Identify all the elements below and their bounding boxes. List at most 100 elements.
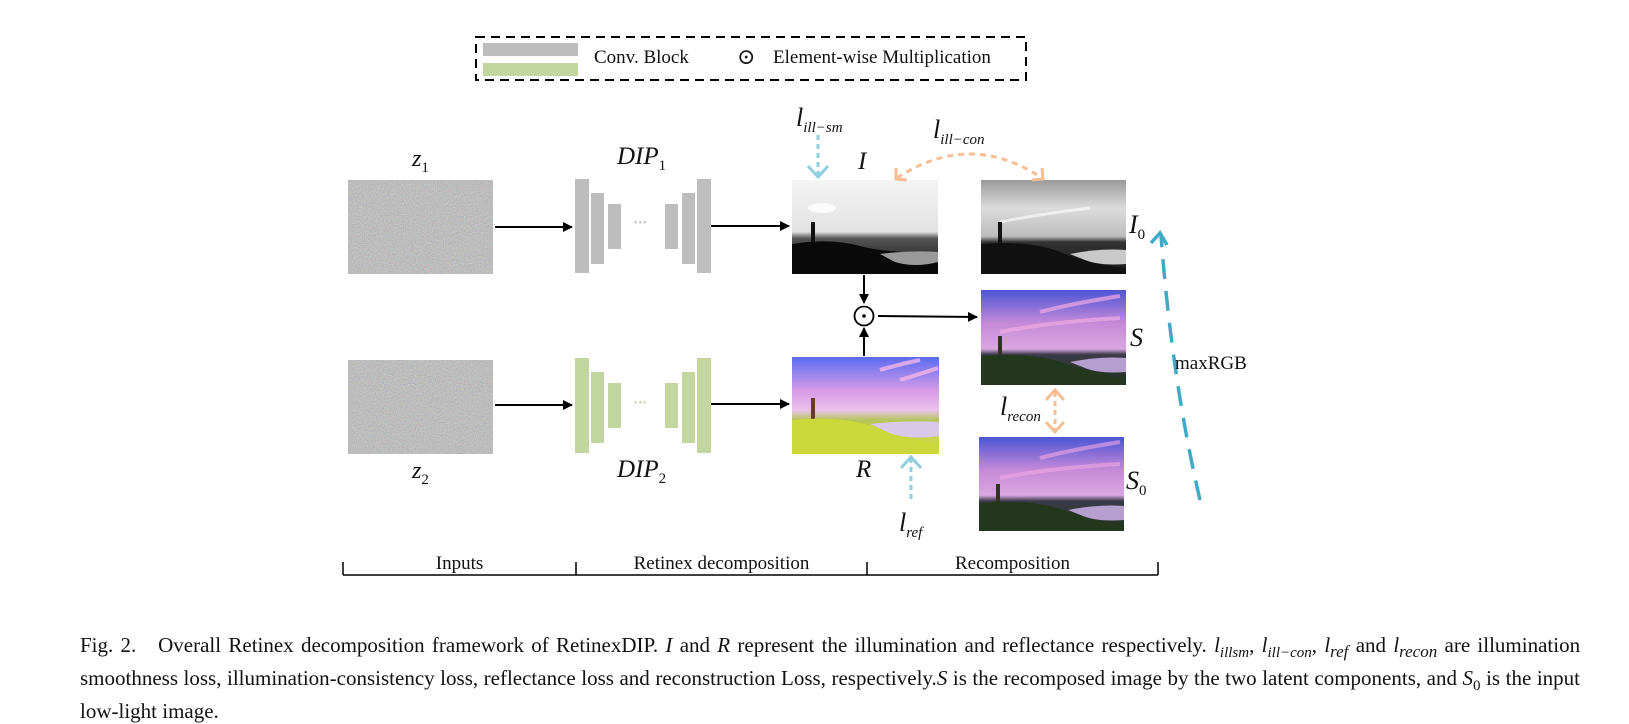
loss-recon-base: l <box>1000 392 1008 421</box>
I0-base: I <box>1129 210 1138 239</box>
legend-box <box>475 36 1027 81</box>
loss-ref-base: l <box>899 508 907 537</box>
dip1-base: DIP <box>617 143 659 170</box>
caption-S0: S0 <box>1462 666 1481 694</box>
arrow-op-S <box>877 311 978 322</box>
label-I: I <box>858 148 867 175</box>
caption-l-illsm: lillsm <box>1214 633 1250 661</box>
caption-text: and <box>679 633 711 657</box>
dip1-sub: 1 <box>658 158 667 174</box>
loss-ref-sub: ref <box>906 525 923 542</box>
caption-R: R <box>717 633 731 657</box>
conv-block <box>697 179 711 273</box>
caption-prefix: Fig. 2. <box>80 633 137 657</box>
label-loss-ref: lref <box>899 508 922 542</box>
caption-S0-sub: 0 <box>1473 678 1481 694</box>
S0-base: S <box>1126 466 1139 495</box>
loss-recon-sub: recon <box>1007 409 1041 426</box>
caption-I: I <box>665 633 673 657</box>
legend-gray-swatch <box>483 43 578 56</box>
noise-input-z2 <box>348 360 493 454</box>
conv-block <box>665 383 678 428</box>
conv-block <box>575 179 589 273</box>
loss-ill-sm-base: l <box>796 103 804 132</box>
label-loss-recon: lrecon <box>1000 392 1041 426</box>
label-S0: S0 <box>1126 466 1147 500</box>
caption-l-illcon-sub: ill−con <box>1267 645 1312 661</box>
noise-input-z1 <box>348 180 493 274</box>
conv-block <box>697 358 711 453</box>
figure-caption: Fig. 2. Overall Retinex decomposition fr… <box>80 633 1581 723</box>
stage-retinex-decomposition: Retinex decomposition <box>633 553 810 574</box>
caption-text: Overall Retinex decomposition framework … <box>158 633 659 657</box>
conv-block <box>591 372 604 443</box>
S-image <box>981 290 1126 385</box>
loss-recon-head-down <box>1044 420 1066 435</box>
caption-l-ref: lref <box>1324 633 1349 661</box>
conv-block <box>591 193 604 264</box>
I0-sub: 0 <box>1137 227 1146 244</box>
conv-block <box>608 383 621 428</box>
caption-l-illcon: lill−con <box>1261 633 1312 661</box>
reflectance-image <box>792 357 939 454</box>
label-I0: I0 <box>1129 210 1145 244</box>
caption-l-illsm-sub: illsm <box>1219 645 1250 661</box>
z2-base: z <box>412 458 422 484</box>
stage-recomposition: Recomposition <box>954 553 1071 574</box>
caption-text: is the input low-light image. <box>80 666 1581 723</box>
label-dip1: DIP1 <box>617 143 666 175</box>
z1-base: z <box>412 146 422 172</box>
dip2-base: DIP <box>617 456 659 483</box>
dip1-network <box>575 179 711 273</box>
conv-block <box>608 204 621 249</box>
label-loss-ill-con: lill−con <box>933 115 985 149</box>
label-R: R <box>856 456 872 483</box>
label-maxrgb: maxRGB <box>1175 353 1247 374</box>
loss-ill-con-base: l <box>933 115 941 144</box>
caption-S0-base: S <box>1462 666 1474 690</box>
caption-text: represent the illumination and reflectan… <box>737 633 1207 657</box>
legend-conv-block-label: Conv. Block <box>594 47 689 68</box>
maxrgb-arrow <box>1159 235 1202 501</box>
loss-ill-sm-sub: ill−sm <box>803 120 843 137</box>
z1-sub: 1 <box>421 159 429 176</box>
loss-ill-con-sub: ill−con <box>940 132 985 149</box>
loss-ill-sm-arrowhead <box>806 164 830 180</box>
loss-ref-arrowhead <box>899 454 923 470</box>
caption-text: is the recomposed image by the two laten… <box>952 666 1457 690</box>
conv-block <box>575 358 589 453</box>
loss-ill-con-head-right <box>1031 167 1045 182</box>
caption-text: and <box>1355 633 1387 657</box>
loss-recon-head-up <box>1044 387 1066 402</box>
stage-bracket <box>342 562 1159 576</box>
caption-text: are illumination smoothness loss, illumi… <box>80 633 1581 690</box>
I0-image <box>981 180 1126 274</box>
maxrgb-arrowhead <box>1149 230 1169 246</box>
dip2-ellipsis: ••• <box>634 398 648 409</box>
z2-sub: 2 <box>421 471 429 488</box>
conv-block <box>682 372 695 443</box>
label-S: S <box>1130 323 1143 352</box>
conv-block <box>665 204 678 249</box>
dip1-ellipsis: ••• <box>634 218 648 229</box>
caption-l-ref-sub: ref <box>1330 642 1349 661</box>
illumination-image <box>792 180 938 274</box>
label-dip2: DIP2 <box>617 456 666 488</box>
conv-block <box>682 193 695 264</box>
label-loss-ill-sm: lill−sm <box>796 103 843 137</box>
label-z2: z2 <box>412 458 429 489</box>
elementwise-icon: ⊙ <box>737 44 756 69</box>
legend-elementwise-label: Element-wise Multiplication <box>773 47 991 68</box>
dip2-network <box>575 358 711 453</box>
op-dot <box>862 314 866 318</box>
dip2-sub: 2 <box>658 471 667 487</box>
caption-l-recon-sub: recon <box>1399 642 1438 661</box>
legend-green-swatch <box>483 63 578 76</box>
caption-S: S <box>936 666 948 690</box>
loss-ill-con-head-left <box>894 168 908 182</box>
label-z1: z1 <box>412 146 429 177</box>
S0-sub: 0 <box>1139 483 1147 500</box>
caption-l-recon: lrecon <box>1393 633 1438 661</box>
stage-inputs: Inputs <box>435 553 484 574</box>
